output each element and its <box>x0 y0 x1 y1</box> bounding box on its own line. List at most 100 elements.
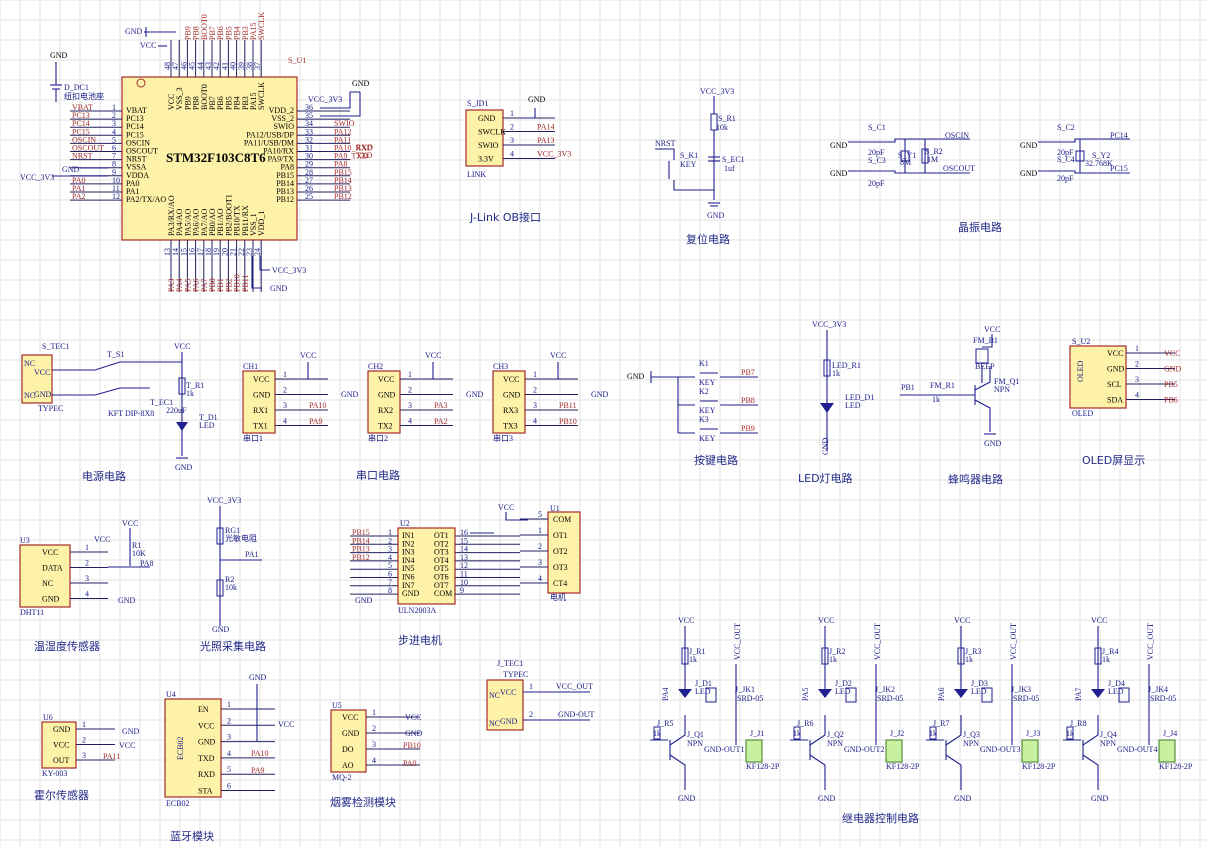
smoke-pin-num: 1 <box>372 708 376 717</box>
smoke-pin-num: 2 <box>372 724 376 733</box>
mcu-pin-name: PB10/TX <box>233 205 242 236</box>
serial-body <box>367 370 401 434</box>
led-td1 <box>176 422 188 431</box>
motor-ref: U1 <box>550 504 560 513</box>
mcu-part: STM32F103C8T6 <box>166 150 266 165</box>
led-title: LED灯电路 <box>798 472 853 485</box>
mcu-pin-num: 13 <box>163 248 172 256</box>
motor-pin-name: OT2 <box>553 547 568 556</box>
oled-pin-name: SCL <box>1107 380 1122 389</box>
uln-in-net: PB12 <box>352 553 370 562</box>
xtal-wire <box>848 138 970 143</box>
relay-jk-ref: J_JK4 <box>1148 685 1168 694</box>
mcu-body <box>121 76 298 241</box>
serial-gnd: GND <box>591 390 609 399</box>
serial-pin-num: 2 <box>408 386 412 395</box>
relay-led <box>818 689 832 698</box>
uln-in-net: PB13 <box>352 545 370 554</box>
serial-pin-name: GND <box>378 391 396 400</box>
mcu-pin-name: PA5/AO <box>183 209 192 236</box>
mcu-pin-name: PC15 <box>126 130 144 139</box>
key-ref: K3 <box>699 415 709 424</box>
relay-d-ref: J_D2 <box>835 679 852 688</box>
relay-net: PA6 <box>937 688 946 702</box>
mcu-pin-num: 7 <box>112 152 116 161</box>
bt-vcc: VCC <box>278 720 294 729</box>
uln-in-name: GND <box>402 589 420 598</box>
xtal-oscout: OSCOUT <box>943 164 975 173</box>
oled-pin-net: VCC <box>1164 349 1180 358</box>
dht-vcc: VCC <box>122 519 138 528</box>
mcu-pin-num: 41 <box>220 62 229 70</box>
xtal-c3-val: 20pF <box>868 179 885 188</box>
relay-transistor <box>945 715 962 746</box>
light-rg-ref: RG1 <box>225 526 240 535</box>
smoke-pin-name: VCC <box>342 713 358 722</box>
relay-transistor <box>1082 754 1099 790</box>
mcu-pin-name: PB5 <box>224 96 233 110</box>
mcu-pin-name: PB15 <box>276 171 294 180</box>
power-block: S_TEC1 VCC GND NC NC TYPEC T_S1 KFT DIP-… <box>21 342 218 483</box>
power-wire <box>52 387 150 396</box>
smoke-do-net: PB10 <box>403 741 421 750</box>
crystal-title: 晶振电路 <box>958 220 1002 234</box>
mcu-pin-net: PB11 <box>241 275 250 293</box>
mcu-pin-num: 38 <box>245 62 254 70</box>
relay-base-resistor <box>653 726 661 740</box>
relay-power-block: J_TEC1 TYPEC VCC GND NC NC 1 2 VCC_OUT G… <box>486 659 595 731</box>
relay-out: GND-OUT1 <box>704 745 744 754</box>
mcu-pin-name: PB13 <box>276 187 294 196</box>
uln-out-num: 16 <box>460 528 468 537</box>
bz-net: PB1 <box>901 383 915 392</box>
mcu-pin-name: PC14 <box>126 122 144 131</box>
reset-nrst: NRST <box>655 139 676 148</box>
relay-net: PA5 <box>801 688 810 702</box>
serial-pin-name: RX2 <box>378 406 393 415</box>
serial-pin-num: 3 <box>283 401 287 410</box>
transistor <box>974 399 991 432</box>
batt-gnd-label: GND <box>50 51 68 60</box>
mcu-pin-num: 48 <box>163 62 172 70</box>
relay-j-ref: J_J2 <box>890 729 904 738</box>
relay-terminal <box>745 739 763 763</box>
motor-pin-name: OT1 <box>553 531 568 540</box>
serial-tx-net: PA2 <box>434 417 448 426</box>
bt-rxd-net: PA9 <box>251 766 265 775</box>
crystal-block: S_C1 20pF S_C3 20pF S_Y1 8M S_R2 1M OSCI… <box>830 123 1130 234</box>
rp-nc2: NC <box>489 719 500 728</box>
dht-title: 温湿度传感器 <box>34 639 100 653</box>
relay-gnd: GND <box>1091 794 1109 803</box>
resistor-tr1 <box>178 377 186 395</box>
mcu-pin-name: PA3/RX/AO <box>167 195 176 236</box>
hall-net: PA11 <box>103 752 120 761</box>
dht-pin-num: 4 <box>85 590 89 599</box>
hall-pin-num: 3 <box>82 751 86 760</box>
rp-label: TYPEC <box>503 670 528 679</box>
mcu-pin-name: PA0 <box>126 179 140 188</box>
relay-kf: KF128-2P <box>1022 762 1056 771</box>
uln-out-name: OT6 <box>434 573 449 582</box>
relay-r-val: 1k <box>1102 655 1110 664</box>
light-gnd: GND <box>212 625 230 634</box>
smoke-vcc: VCC <box>405 713 421 722</box>
mcu-pin-num: 17 <box>196 248 205 256</box>
relay-coil <box>845 687 857 703</box>
jlink-pin-net: VCC_3V3 <box>537 150 571 159</box>
smoke-pin-name: DO <box>342 745 354 754</box>
mcu-pin-net: PA5 <box>183 279 192 293</box>
mcu-pin-num: 23 <box>245 248 254 256</box>
bz-ref: FM_B1 <box>973 336 998 345</box>
mcu-pin-num: 37 <box>253 62 262 70</box>
vdd1-label: VCC_3V3 <box>272 266 306 275</box>
bt-pin-num: 5 <box>227 765 231 774</box>
mcu-pin-net: VBAT <box>72 103 93 112</box>
typec-label: TYPEC <box>38 404 63 413</box>
xtal-c4-val: 20pF <box>1057 174 1074 183</box>
mcu-pin-num: 21 <box>229 248 238 256</box>
serial-body <box>492 370 526 434</box>
dht-vcc-label: VCC <box>94 535 110 544</box>
xtal-wire <box>848 170 970 174</box>
